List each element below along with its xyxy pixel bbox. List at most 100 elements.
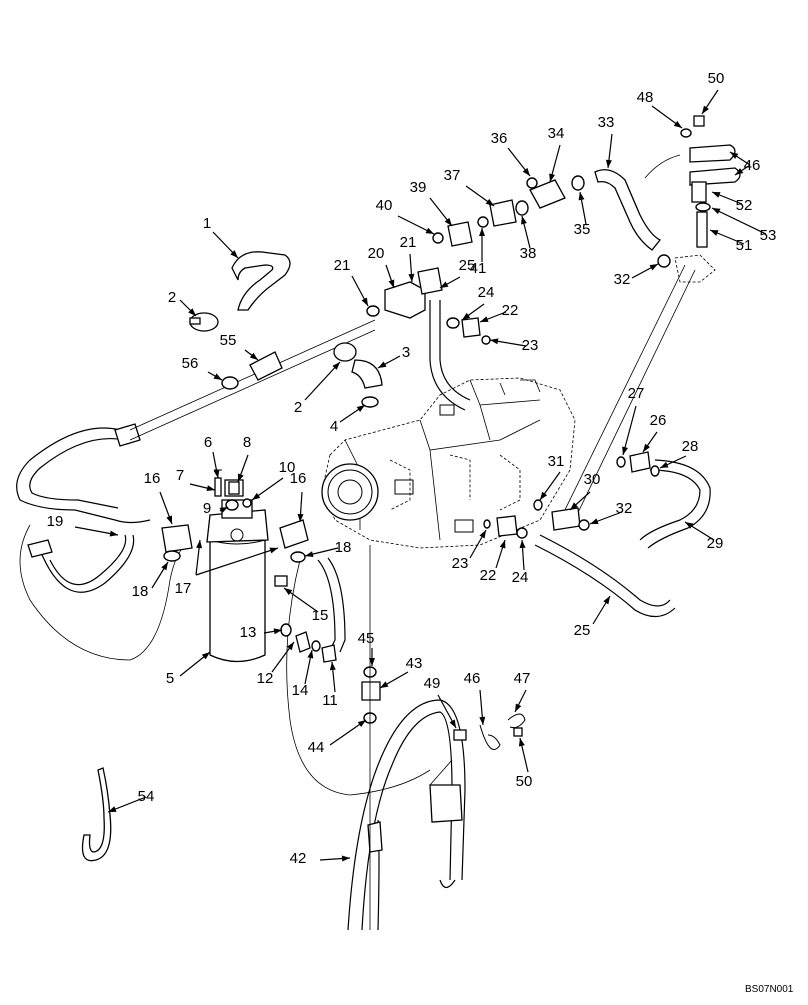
callout-number: 24 <box>512 569 529 586</box>
callout-7: 7 <box>176 467 216 492</box>
callout-number: 36 <box>491 130 508 147</box>
callout-number: 35 <box>574 221 591 238</box>
leader-arrowhead <box>649 264 658 271</box>
callout-24: 24 <box>461 284 494 321</box>
callout-46: 46 <box>729 151 761 176</box>
callout-35: 35 <box>574 191 591 238</box>
callout-25: 25 <box>574 595 611 639</box>
callout-number: 25 <box>459 257 476 274</box>
leader-arrowhead <box>660 461 669 468</box>
leader-arrowhead <box>109 530 118 537</box>
callout-number: 44 <box>308 739 325 756</box>
callout-number: 46 <box>744 157 761 174</box>
callout-13: 13 <box>240 624 283 641</box>
callout-49: 49 <box>424 675 457 729</box>
callout-number: 22 <box>480 567 497 584</box>
callout-50: 50 <box>701 70 724 115</box>
leader-arrowhead <box>284 588 293 596</box>
callout-number: 53 <box>760 227 777 244</box>
leader-arrowhead <box>590 518 599 524</box>
callout-number: 23 <box>522 337 539 354</box>
callout-number: 4 <box>330 418 338 435</box>
callout-number: 14 <box>292 682 309 699</box>
callout-number: 5 <box>166 670 174 687</box>
callout-number: 18 <box>335 539 352 556</box>
oil-filter-assembly <box>206 469 269 663</box>
leader-arrowhead <box>307 650 314 659</box>
callout-47: 47 <box>514 670 531 713</box>
leader-arrowhead <box>603 596 610 605</box>
callout-number: 38 <box>520 245 537 262</box>
callout-42: 42 <box>290 850 351 867</box>
callout-number: 43 <box>406 655 423 672</box>
leader-line <box>195 547 279 576</box>
leader-arrowhead <box>449 719 456 728</box>
leader-arrowhead <box>499 540 506 549</box>
leader-arrowhead <box>485 198 494 206</box>
leader-arrowhead <box>249 352 258 360</box>
callout-6: 6 <box>204 434 220 479</box>
leader-arrowhead <box>712 192 721 198</box>
leader-arrowhead <box>329 662 336 671</box>
callout-17: 17 <box>175 539 279 597</box>
callout-number: 49 <box>424 675 441 692</box>
leader-arrowhead <box>361 297 368 306</box>
callout-36: 36 <box>491 130 531 177</box>
leader-arrowhead <box>480 316 489 322</box>
leader-arrowhead <box>213 373 222 380</box>
callout-31: 31 <box>539 453 564 501</box>
leader-arrowhead <box>252 492 261 500</box>
leader-arrowhead <box>518 738 525 747</box>
callout-number: 42 <box>290 850 307 867</box>
callout-51: 51 <box>709 229 752 254</box>
callout-number: 46 <box>464 670 481 687</box>
leader-arrowhead <box>578 192 585 201</box>
callout-number: 47 <box>514 670 531 687</box>
callout-52: 52 <box>711 191 752 214</box>
leader-arrowhead <box>380 681 389 688</box>
leader-arrowhead <box>515 703 522 712</box>
leader-arrowhead <box>735 168 744 175</box>
callout-number: 55 <box>220 332 237 349</box>
leader-arrowhead <box>369 658 375 666</box>
callout-53: 53 <box>711 207 777 244</box>
callout-16: 16 <box>144 470 173 525</box>
callout-number: 30 <box>584 471 601 488</box>
callout-number: 6 <box>204 434 212 451</box>
callout-number: 16 <box>144 470 161 487</box>
callout-50: 50 <box>516 737 532 790</box>
callout-39: 39 <box>410 179 453 227</box>
callout-41: 41 <box>470 228 486 277</box>
leader-arrowhead <box>549 173 555 182</box>
callout-37: 37 <box>444 167 495 207</box>
callout-14: 14 <box>292 649 314 699</box>
callout-number: 19 <box>47 513 64 530</box>
leader-arrowhead <box>570 502 578 510</box>
hoses <box>16 251 711 931</box>
leader-arrowhead <box>710 230 719 236</box>
callout-number: 32 <box>616 500 633 517</box>
leader-arrowhead <box>685 522 694 529</box>
callout-44: 44 <box>308 719 367 756</box>
leader-arrowhead <box>605 159 612 168</box>
callout-number: 21 <box>400 234 417 251</box>
leader-arrowhead <box>166 515 172 524</box>
callout-number: 28 <box>682 438 699 455</box>
callout-number: 18 <box>132 583 149 600</box>
callout-number: 37 <box>444 167 461 184</box>
leader-arrowhead <box>519 540 526 549</box>
callout-22: 22 <box>479 302 518 323</box>
callout-10: 10 <box>251 459 295 501</box>
callout-5: 5 <box>166 651 211 687</box>
callout-22: 22 <box>480 539 506 584</box>
callout-30: 30 <box>569 471 601 511</box>
callout-55: 55 <box>220 332 259 361</box>
fittings <box>81 115 741 930</box>
leader-arrowhead <box>297 513 304 522</box>
callout-40: 40 <box>376 197 435 235</box>
leader-arrowhead <box>237 473 244 482</box>
leader-arrowhead <box>643 443 651 452</box>
callout-43: 43 <box>379 655 423 689</box>
leader-arrowhead <box>388 279 395 288</box>
